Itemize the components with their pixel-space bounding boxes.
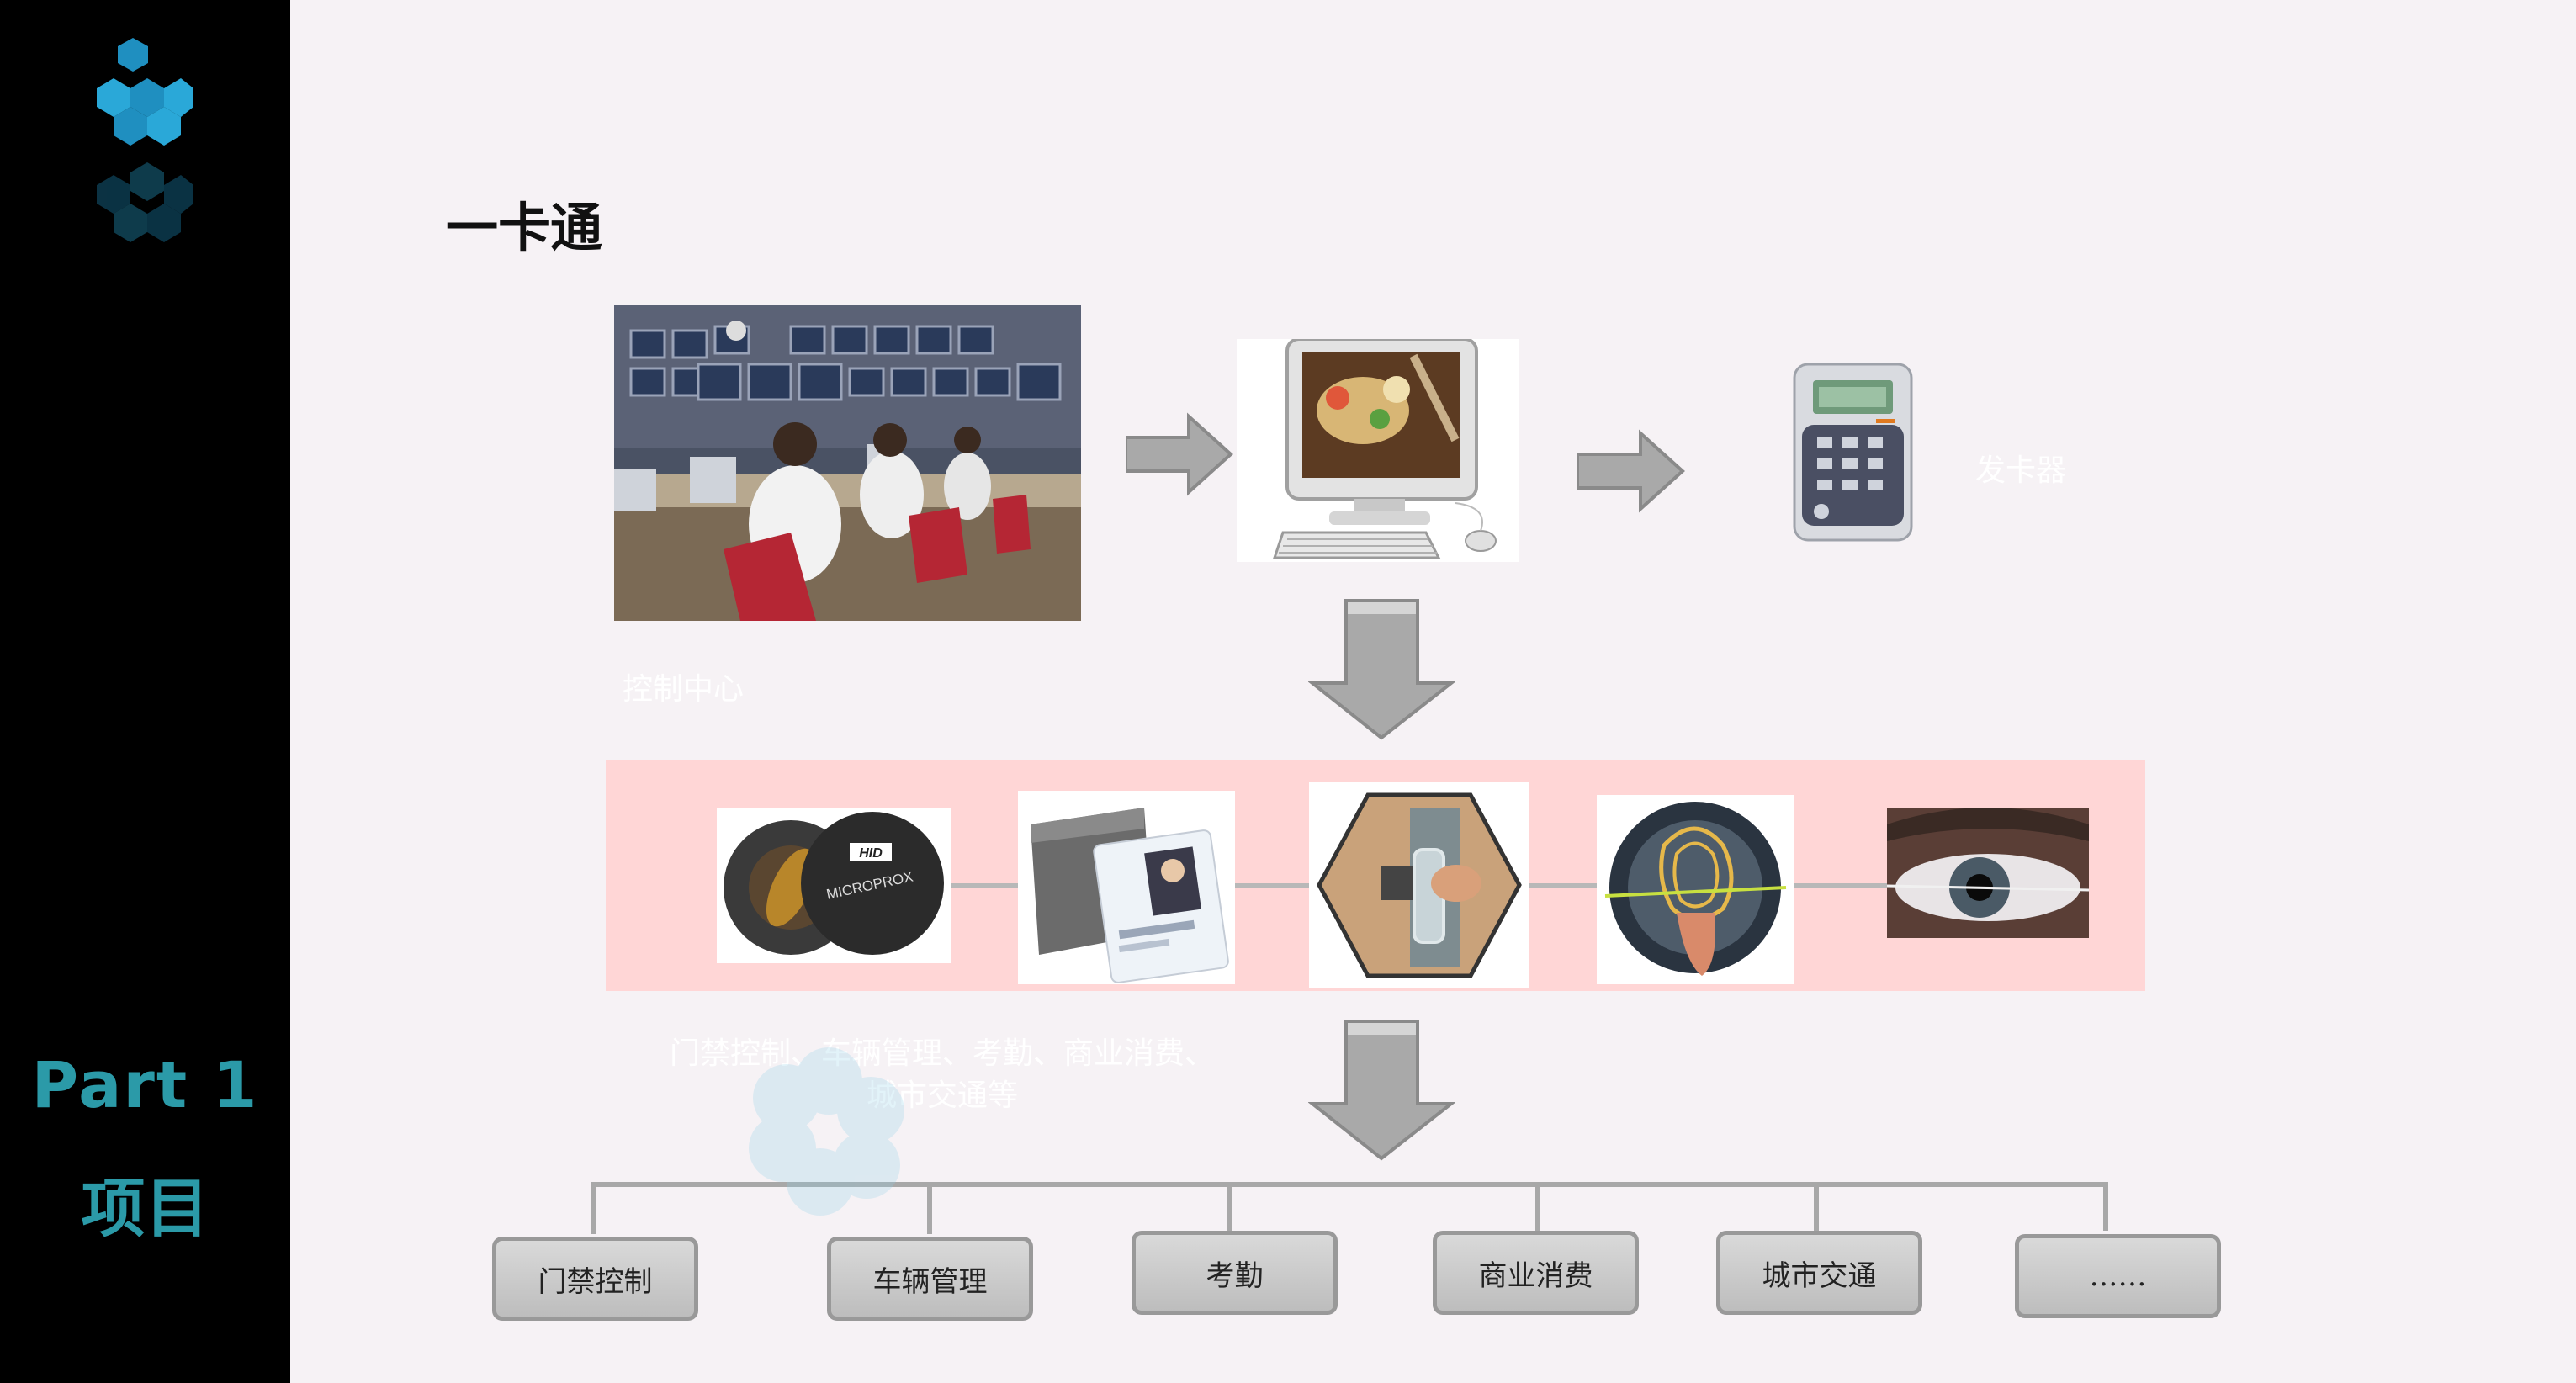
control-center-photo (614, 305, 1081, 621)
module-access-control[interactable]: 门禁控制 (492, 1237, 698, 1321)
module-commercial-consumption[interactable]: 商业消费 (1433, 1231, 1639, 1315)
module-vehicle-management[interactable]: 车辆管理 (827, 1237, 1033, 1321)
part-subtitle: 项目 (81, 1171, 209, 1246)
down-arrow-icon (1308, 1020, 1455, 1161)
down-arrow-icon (1308, 599, 1455, 740)
tree-branch-line (927, 1182, 932, 1234)
computer-photo (1237, 339, 1519, 562)
module-more[interactable]: …… (2015, 1234, 2221, 1318)
tree-branch-line (2103, 1182, 2108, 1231)
card-reader-photo (1309, 782, 1529, 988)
id-card-photo (1018, 791, 1235, 984)
page-title: 一卡通 (446, 197, 603, 258)
sidebar: Part 1 项目 (0, 0, 290, 1383)
connector (951, 883, 1018, 888)
tree-branch-line (591, 1182, 596, 1234)
part-title: Part 1 (31, 1047, 259, 1122)
tree-bus-line (593, 1182, 2107, 1187)
applications-caption: 门禁控制、车辆管理、考勤、商业消费、城市交通等 (669, 1036, 1215, 1113)
tree-branch-line (1535, 1182, 1540, 1231)
right-arrow-icon (1577, 429, 1685, 513)
hid-brand-label: HID (859, 846, 883, 861)
connector (1529, 883, 1597, 888)
logo-icon (97, 38, 193, 242)
right-arrow-icon (1126, 412, 1233, 496)
fingerprint-photo (1597, 795, 1794, 984)
tree-branch-line (1814, 1182, 1819, 1231)
connector (1235, 883, 1309, 888)
module-attendance[interactable]: 考勤 (1132, 1231, 1338, 1315)
tree-branch-line (1227, 1182, 1232, 1231)
card-issuer-photo (1792, 362, 1914, 543)
module-city-transport[interactable]: 城市交通 (1716, 1231, 1922, 1315)
hid-card-photo: HID MICROPROX (717, 808, 951, 963)
card-issuer-caption: 发卡器 (1975, 453, 2067, 488)
connector (1794, 883, 1887, 888)
control-center-caption: 控制中心 (623, 672, 745, 707)
iris-photo (1887, 808, 2089, 938)
